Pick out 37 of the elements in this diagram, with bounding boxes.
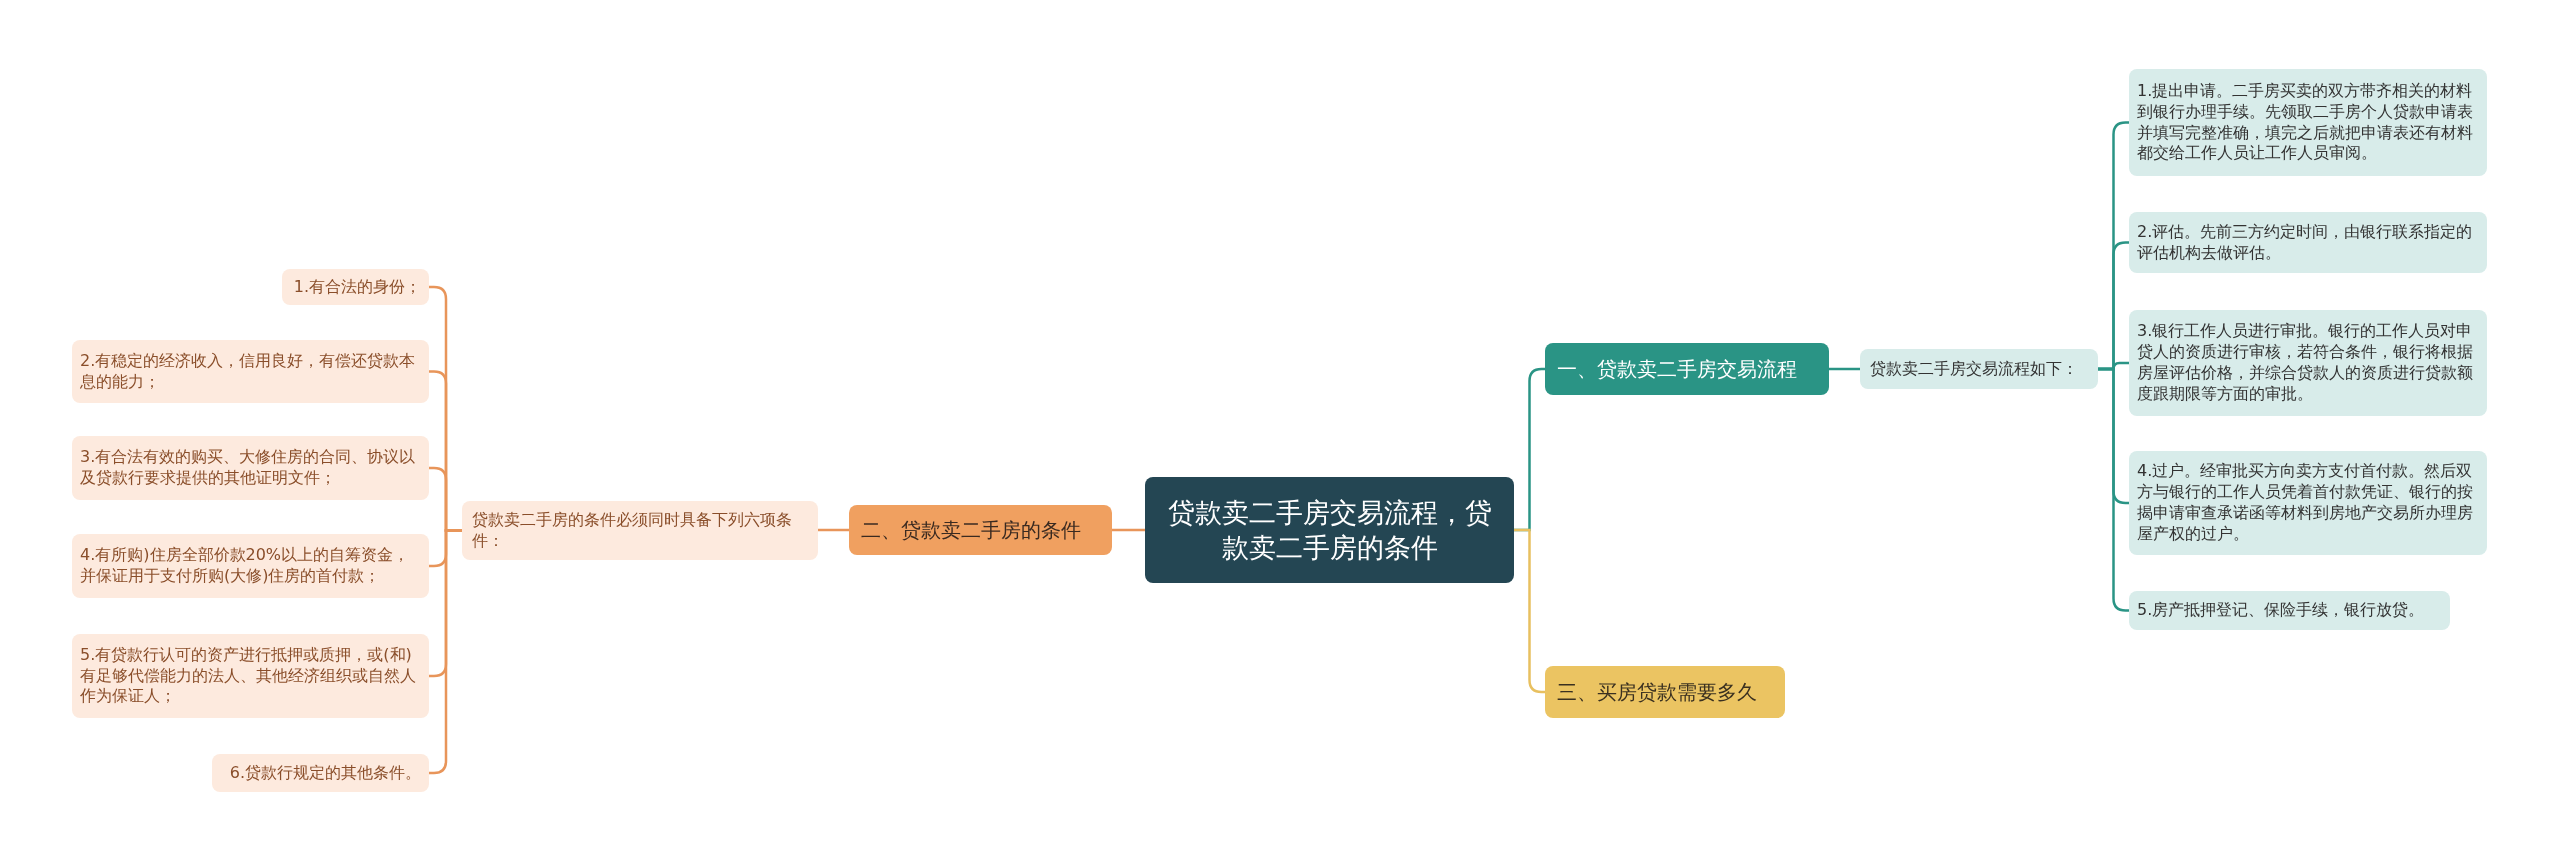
branch-topic-box	[1545, 666, 1785, 718]
topic-text: 三、买房贷款需要多久	[1557, 679, 1757, 705]
root-topic-box	[1145, 477, 1514, 583]
subtopic-box	[1860, 349, 2098, 389]
topic-text: 4.过户。经审批买方向卖方支付首付款。然后双方与银行的工作人员凭着首付款凭证、银行的按揭申请审查承诺函等材料到房地产交易所办理房屋产权的过户。	[2137, 461, 2474, 545]
leaf-topic-box	[72, 634, 429, 718]
topic-text: 贷款卖二手房的条件必须同时具备下列六项条件：	[472, 509, 793, 552]
connector-line	[818, 528, 849, 532]
connector-line	[1829, 367, 1860, 371]
topic-text: 贷款卖二手房交易流程如下：	[1870, 358, 2078, 380]
topic-text: 2.评估。先前三方约定时间，由银行联系指定的评估机构去做评估。	[2137, 221, 2474, 264]
topic-text: 5.房产抵押登记、保险手续，银行放贷。	[2137, 600, 2425, 621]
topic-text: 二、贷款卖二手房的条件	[861, 517, 1081, 543]
topic-text: 1.提出申请。二手房买卖的双方带齐相关的材料到银行办理手续。先领取二手房个人贷款申请表并填写完整准确，填完之后就把申请表还有材料都交给工作人员让工作人员审阅。	[2137, 80, 2474, 165]
subtopic-box	[462, 501, 818, 560]
leaf-topic-box	[2129, 310, 2487, 416]
topic-text: 1.有合法的身份；	[293, 276, 421, 298]
branch-topic-box	[1545, 343, 1829, 395]
leaf-topic-box	[282, 269, 429, 305]
leaf-topic-box	[2129, 212, 2487, 273]
leaf-topic-box	[2129, 451, 2487, 555]
leaf-topic-box	[212, 754, 429, 792]
topic-text: 一、贷款卖二手房交易流程	[1557, 356, 1797, 382]
leaf-topic-box	[2129, 591, 2450, 630]
leaf-topic-box	[72, 534, 429, 598]
leaf-topic-box	[72, 436, 429, 500]
topic-text: 贷款卖二手房交易流程，贷款卖二手房的条件	[1166, 495, 1493, 565]
topic-text: 3.有合法有效的购买、大修住房的合同、协议以及贷款行要求提供的其他证明文件；	[80, 447, 417, 489]
connector-line	[1112, 528, 1145, 532]
topic-text: 2.有稳定的经济收入，信用良好，有偿还贷款本息的能力；	[80, 350, 417, 393]
topic-text: 3.银行工作人员进行审批。银行的工作人员对申贷人的资质进行审核，若符合条件，银行将根据房屋评估价格，并综合贷款人的资质进行贷款额度跟期限等方面的审批。	[2137, 321, 2474, 405]
branch-topic-box	[849, 505, 1112, 555]
leaf-topic-box	[2129, 69, 2487, 176]
topic-text: 5.有贷款行认可的资产进行抵押或质押，或(和)有足够代偿能力的法人、其他经济组织或自然人作为保证人；	[80, 644, 417, 708]
topic-text: 4.有所购)住房全部价款20%以上的自筹资金，并保证用于支付所购(大修)住房的首付款；	[80, 545, 411, 587]
topic-text: 6.贷款行规定的其他条件。	[229, 762, 421, 784]
leaf-topic-box	[72, 340, 429, 403]
